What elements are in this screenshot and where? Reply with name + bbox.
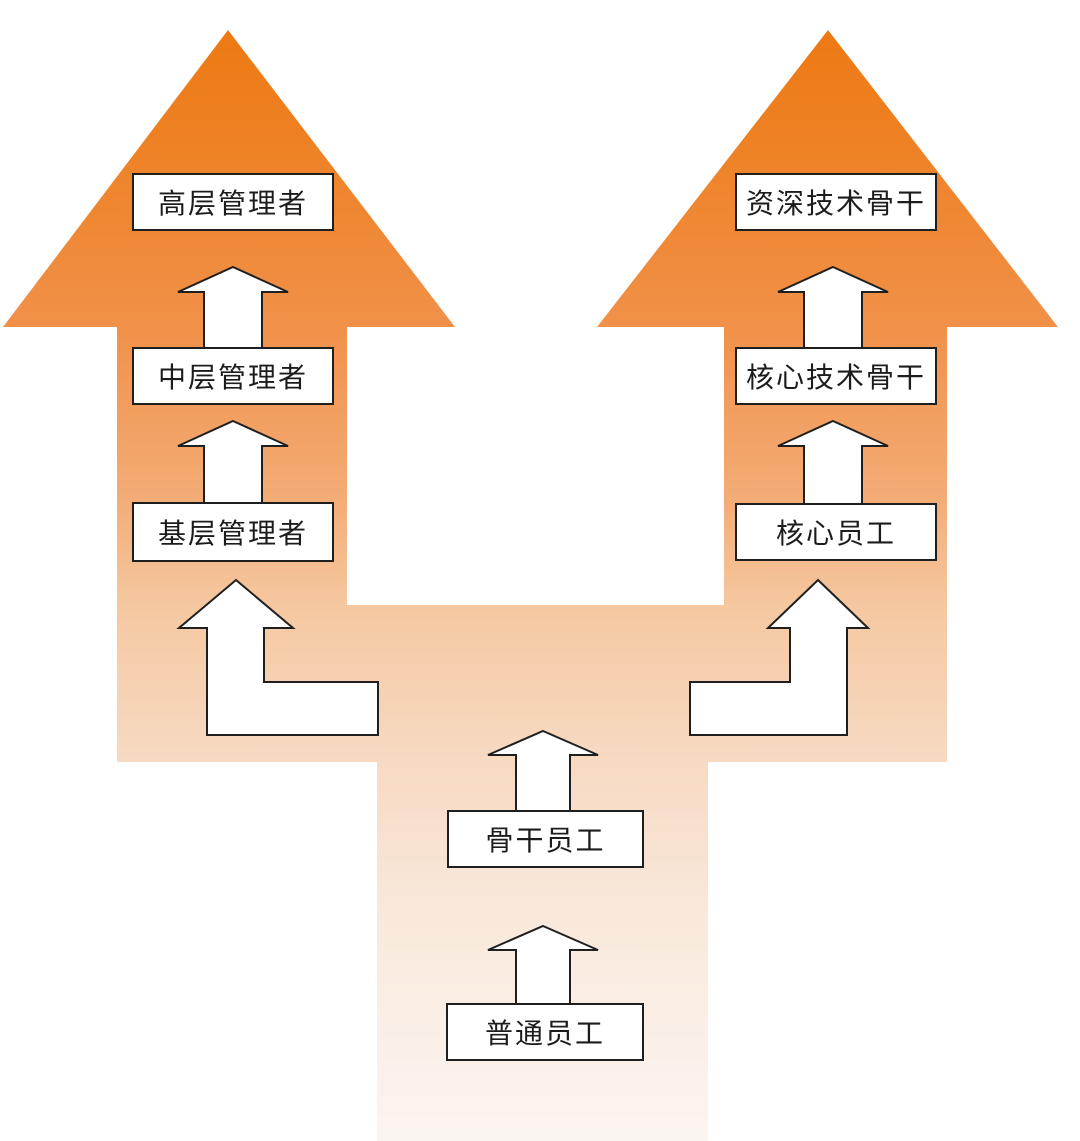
label-box-core-tech-backbone: 核心技术骨干 <box>735 347 937 405</box>
label-box-core-employee: 核心员工 <box>735 503 937 561</box>
label-box-junior-manager: 基层管理者 <box>132 502 334 562</box>
label-box-senior-manager: 高层管理者 <box>132 173 334 231</box>
elbow-arrow-to-management <box>176 578 379 736</box>
label-box-ordinary-employee: 普通员工 <box>446 1003 644 1061</box>
label-box-senior-tech-backbone: 资深技术骨干 <box>735 173 937 231</box>
elbow-arrow-to-technical <box>689 578 871 736</box>
label-box-backbone-employee: 骨干员工 <box>447 810 644 868</box>
orange-fork-shape <box>3 30 1058 1141</box>
label-box-middle-manager: 中层管理者 <box>132 347 334 405</box>
